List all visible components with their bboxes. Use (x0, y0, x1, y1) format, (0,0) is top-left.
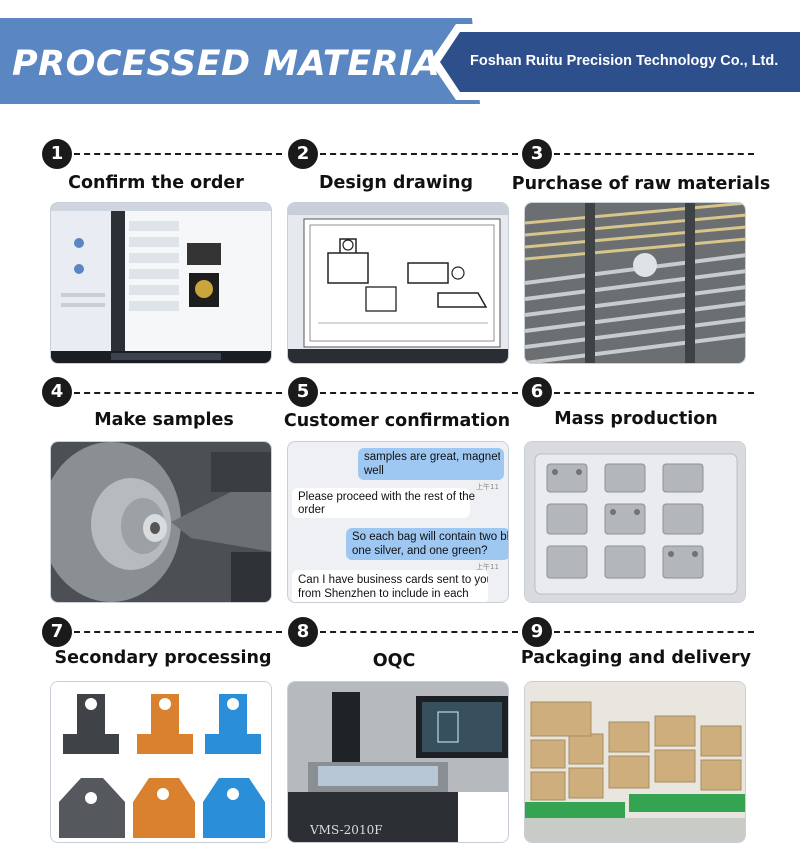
chat-time: 上午11 (476, 483, 499, 491)
step-divider-4 (74, 392, 282, 394)
photo-make-samples (50, 441, 272, 603)
step-divider-7 (74, 631, 282, 633)
chat-bubble-received-2: Can I have business cards sent to you fr… (292, 570, 488, 602)
photo-mass-production (524, 441, 746, 603)
chat-bubble-sent-2: So each bag will contain two blac one si… (346, 528, 508, 560)
photo-raw-materials (524, 202, 746, 364)
step-divider-5 (320, 392, 518, 394)
step-title-1: Confirm the order (68, 173, 244, 193)
step-divider-9 (554, 631, 754, 633)
step-title-7: Secondary processing (54, 648, 272, 668)
chat-text: one silver, and one green? (352, 545, 488, 557)
page-title: PROCESSED MATERIAL (12, 44, 463, 84)
step-divider-2 (320, 153, 518, 155)
step-badge-3: 3 (522, 139, 552, 169)
step-badge-9: 9 (522, 617, 552, 647)
chat-text: Can I have business cards sent to you (298, 574, 488, 586)
photo-confirm-order (50, 202, 272, 364)
photo-secondary-processing (50, 681, 272, 843)
photo-packaging (524, 681, 746, 843)
step-divider-8 (320, 631, 518, 633)
chat-text: Please proceed with the rest of the (298, 491, 476, 503)
photo-oqc: VMS-2010F (287, 681, 509, 843)
step-divider-3 (554, 153, 754, 155)
chat-text: samples are great, magnet wo (364, 451, 500, 463)
chat-text: well (364, 465, 384, 477)
company-banner (440, 32, 800, 92)
step-badge-6: 6 (522, 377, 552, 407)
step-divider-6 (554, 392, 754, 394)
header: PROCESSED MATERIAL Foshan Ruitu Precisio… (0, 0, 800, 112)
chat-time: 上午11 (476, 563, 499, 571)
step-title-9: Packaging and delivery (520, 648, 752, 668)
step-badge-8: 8 (288, 617, 318, 647)
step-badge-5: 5 (288, 377, 318, 407)
photo-chat: samples are great, magnet wo well 上午11 P… (287, 441, 509, 603)
chat-text: order (298, 504, 325, 516)
step-title-8: OQC (372, 651, 416, 671)
chat-text: So each bag will contain two blac (352, 531, 508, 543)
photo-design-drawing (287, 202, 509, 364)
step-title-2: Design drawing (318, 173, 473, 193)
step-title-4: Make samples (94, 410, 234, 430)
chat-bubble-received-1: Please proceed with the rest of the orde… (292, 488, 476, 518)
machine-label: VMS-2010F (310, 823, 383, 837)
step-badge-2: 2 (288, 139, 318, 169)
step-badge-4: 4 (42, 377, 72, 407)
step-divider-1 (74, 153, 282, 155)
title-banner (0, 18, 480, 104)
chat-text: from Shenzhen to include in each (298, 588, 469, 600)
company-name: Foshan Ruitu Precision Technology Co., L… (470, 53, 779, 69)
step-title-3: Purchase of raw materials (511, 174, 771, 194)
step-title-6: Mass production (554, 409, 718, 429)
step-badge-1: 1 (42, 139, 72, 169)
step-badge-7: 7 (42, 617, 72, 647)
step-title-5: Customer confirmation (283, 411, 511, 431)
chat-bubble-sent-1: samples are great, magnet wo well (358, 448, 504, 480)
